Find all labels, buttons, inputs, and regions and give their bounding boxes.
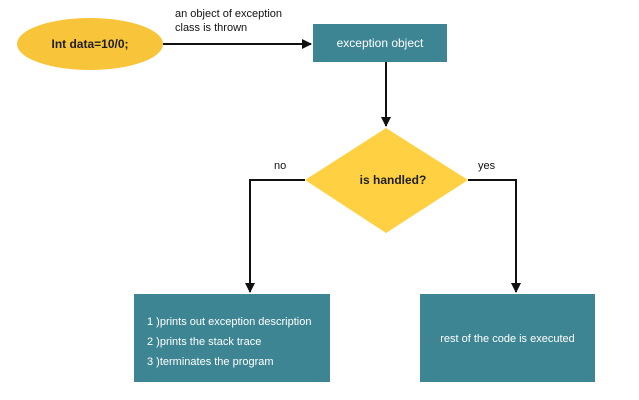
- exception-object-node: [313, 24, 447, 62]
- is-handled-decision: [305, 128, 468, 233]
- start-node-label: Int data=10/0;: [51, 37, 129, 51]
- unhandled-action-1: 1 )prints out exception description: [147, 316, 312, 328]
- handled-actions-node: [420, 294, 595, 382]
- yes-branch-arrow: [468, 179, 521, 293]
- yes-branch-label: yes: [478, 160, 496, 172]
- throw-edge-label-line-1: an object of exception: [175, 8, 283, 20]
- no-branch-arrow: [245, 179, 305, 293]
- unhandled-actions-node: [134, 294, 330, 382]
- start-node: [17, 18, 163, 70]
- unhandled-action-2: 2 )prints the stack trace: [147, 336, 262, 348]
- no-branch-label: no: [274, 160, 287, 172]
- exception-object-label: exception object: [336, 36, 424, 50]
- handled-actions-label: rest of the code is executed: [440, 333, 575, 345]
- is-handled-label: is handled?: [359, 173, 427, 187]
- throw-edge-label-line-2: class is thrown: [175, 22, 248, 34]
- unhandled-actions-text: 1 )prints out exception description 2 )p…: [147, 312, 327, 372]
- unhandled-action-3: 3 )terminates the program: [147, 356, 274, 368]
